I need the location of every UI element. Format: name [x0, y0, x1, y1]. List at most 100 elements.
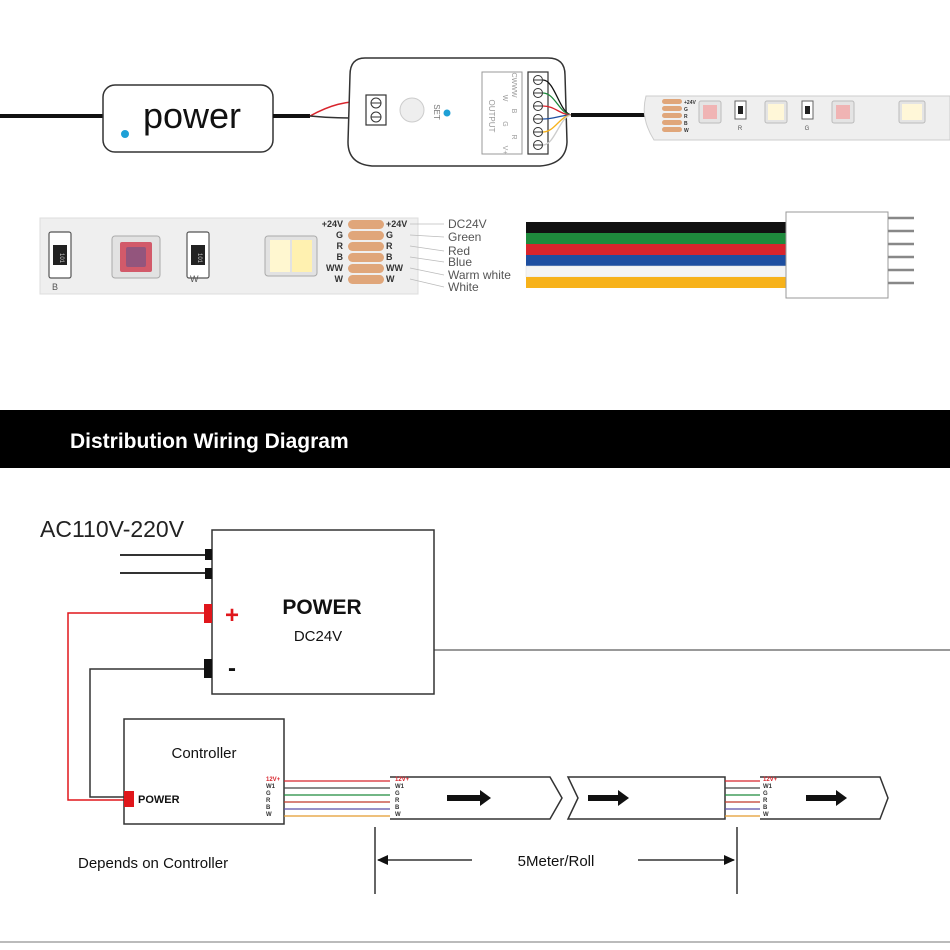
controller-led: [443, 109, 451, 117]
pin-label: B: [763, 805, 768, 811]
arrow-right-icon: [806, 790, 847, 806]
resistor-w-code: 101: [196, 253, 202, 264]
ribbon-wire: [526, 255, 788, 266]
leader-line: [409, 256, 445, 263]
ac-terminal: [205, 549, 212, 560]
resistor-b-body: [53, 245, 67, 265]
solder-pad: [348, 275, 384, 284]
pad-label: W: [684, 128, 689, 134]
arrow-right-icon: [588, 790, 629, 806]
ribbon-wire: [526, 222, 788, 233]
controller-output-wires: [542, 79, 573, 146]
rgb-led-lens: [836, 105, 850, 119]
white-led-lens: [768, 104, 784, 120]
solder-pad: [348, 220, 384, 229]
pin-label: W: [395, 812, 401, 818]
pin-label: G: [395, 791, 400, 797]
output-pin-label: W: [501, 95, 508, 102]
controller-output-screws: [533, 75, 543, 150]
solder-pad: [662, 99, 682, 104]
strip1-feed-wires: [284, 780, 392, 817]
solder-pad: [662, 120, 682, 125]
pin-label: W: [266, 812, 272, 818]
positive-sign: +: [225, 602, 239, 629]
wire-label: Blue: [448, 255, 472, 269]
output-wire: [542, 114, 573, 146]
wire-label: Red: [448, 244, 470, 258]
leader-line: [409, 278, 445, 288]
pin-label: B: [395, 805, 400, 811]
pin-label: 12V+: [266, 777, 281, 783]
connector-plug: [785, 211, 889, 299]
pad-label-right: R: [386, 241, 393, 251]
resistor-b-label: B: [52, 282, 58, 292]
power-supply-voltage: DC24V: [294, 628, 342, 645]
pad-label: +24V: [684, 100, 696, 106]
pad-label: G: [684, 107, 688, 113]
power-module-label: power: [143, 95, 241, 136]
set-button[interactable]: [399, 97, 425, 123]
set-label: SET: [432, 104, 441, 120]
pad-label: R: [684, 114, 688, 120]
arrow-right-icon: [447, 790, 491, 806]
solder-pad: [348, 253, 384, 262]
output-pin-label: B: [510, 109, 517, 114]
ribbon-wire: [525, 265, 789, 278]
pin-label: W1: [395, 784, 405, 790]
depends-label: Depends on Controller: [78, 855, 228, 872]
pad-label-right: WW: [386, 263, 403, 273]
output-pin-label: CWWW: [510, 73, 517, 98]
white-led-lens: [902, 104, 922, 120]
solder-pad: [348, 231, 384, 240]
output-pin-label: V+: [501, 146, 508, 155]
output-label: OUTPUT: [487, 100, 496, 133]
solder-pad: [348, 264, 384, 273]
resistor-w-label: W: [190, 274, 199, 284]
section-header-bar: [0, 410, 950, 468]
negative-terminal: [204, 659, 212, 678]
pin-label: 12V+: [763, 777, 778, 783]
wire-label-leaders: [409, 223, 445, 288]
positive-terminal: [204, 604, 212, 623]
solder-pad: [348, 242, 384, 251]
white-die: [292, 240, 312, 272]
pad-label-left: W: [335, 274, 344, 284]
resistor-label-g: G: [805, 126, 810, 132]
ribbon-wire: [526, 233, 788, 244]
distribution-section: AC110V-220V + - POWER DC24V Controller P…: [40, 516, 950, 894]
resistor-body: [738, 106, 743, 114]
closeup-solder-pads: [348, 220, 384, 284]
led-strip-segment-2: [566, 776, 726, 820]
rgb-led-lens-large: [120, 242, 152, 272]
pad-label: B: [684, 121, 688, 127]
pad-label-left: G: [336, 230, 343, 240]
solder-pad: [662, 127, 682, 132]
ac-terminal: [205, 568, 212, 579]
solder-pad: [662, 106, 682, 111]
leader-line: [409, 267, 445, 276]
negative-sign: -: [228, 655, 236, 682]
connector-pins: [888, 216, 914, 285]
power-supply-box: [211, 529, 435, 695]
ribbon-wire: [526, 277, 788, 288]
pin-label: R: [266, 798, 271, 804]
pad-label-right: G: [386, 230, 393, 240]
resistor-b-code: 101: [58, 253, 64, 264]
pin-label: G: [763, 791, 768, 797]
wire-label: DC24V: [448, 217, 487, 231]
solder-pad: [662, 113, 682, 118]
pad-label-right: W: [386, 274, 395, 284]
controller-box: [123, 718, 285, 825]
pin-label: W: [763, 812, 769, 818]
controller-title: Controller: [171, 745, 236, 762]
output-pin-label: G: [501, 121, 508, 126]
